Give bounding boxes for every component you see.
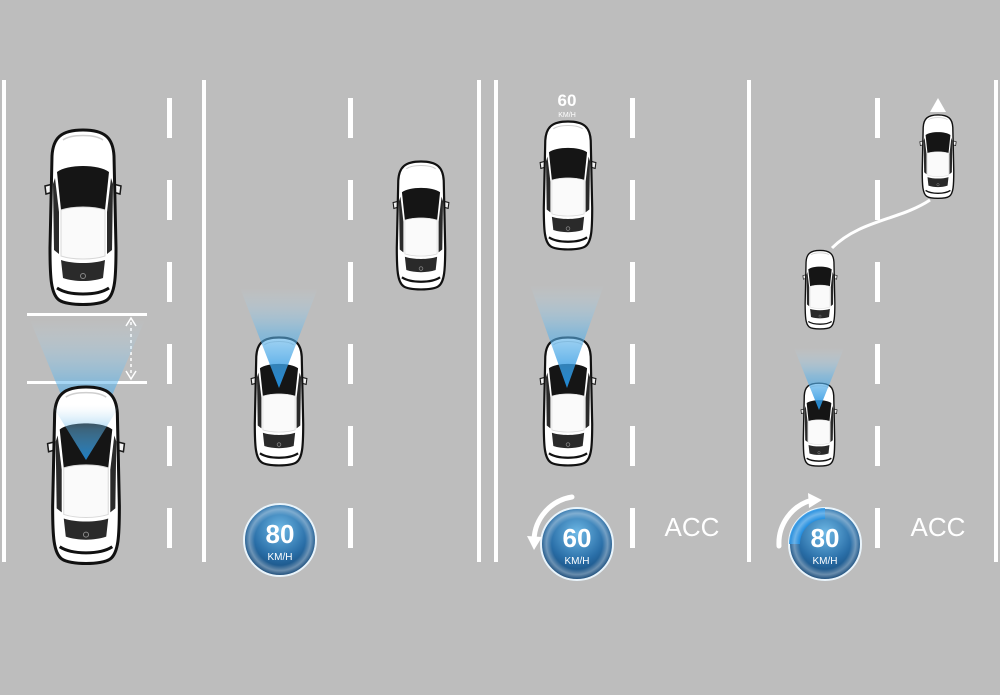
acc-label: ACC: [911, 512, 966, 542]
gauge-speed-unit: KM/H: [268, 552, 293, 563]
acc-label: ACC: [665, 512, 720, 542]
lead-car-icon: [919, 114, 957, 200]
panel-cruise: 80 KM/H: [240, 160, 451, 577]
accelerate-arrow-icon: [776, 493, 822, 549]
speed-gauge: 80 KM/H: [788, 507, 862, 581]
dashed-lane-line: [167, 98, 172, 548]
dashed-lane-line: [348, 98, 353, 548]
distance-line-top: [27, 313, 147, 316]
solid-lane-line: [994, 80, 998, 562]
dashed-lane-line: [875, 98, 880, 548]
solid-lane-line: [2, 80, 6, 562]
gauge-speed-unit: KM/H: [813, 556, 838, 567]
lane-change-path: [830, 198, 931, 250]
solid-lane-line: [202, 80, 206, 562]
gauge-speed-value: 60: [563, 523, 592, 553]
lead-car-speed-unit: KM/H: [558, 112, 576, 119]
sensor-beam: [240, 288, 318, 388]
lead-car-icon: [43, 128, 123, 307]
panel-acc-accelerate: 80 KM/H ACC: [776, 98, 966, 581]
sensor-beam: [794, 348, 844, 410]
solid-lane-line: [747, 80, 751, 562]
path-arrow-icon: [930, 98, 946, 112]
gauge-speed-unit: KM/H: [565, 556, 590, 567]
speed-gauge: 80 KM/H: [243, 503, 317, 577]
panel-following-distance: [27, 128, 147, 566]
lead-car-speed-value: 60: [558, 91, 577, 110]
speed-gauge: 60 KM/H: [540, 507, 614, 581]
other-car-icon: [391, 160, 451, 291]
lead-car-icon: [538, 120, 598, 251]
gauge-speed-value: 80: [266, 519, 295, 549]
gauge-speed-value: 80: [811, 523, 840, 553]
dashed-lane-line: [630, 98, 635, 548]
other-car-icon: [802, 249, 838, 330]
solid-lane-line: [494, 80, 498, 562]
panel-acc-decelerate: 60 KM/H 60 KM/H ACC: [527, 91, 720, 581]
sensor-beam: [530, 285, 604, 388]
road-markings: [2, 80, 998, 562]
decelerate-arrow-icon: [527, 494, 575, 550]
solid-lane-line: [477, 80, 481, 562]
